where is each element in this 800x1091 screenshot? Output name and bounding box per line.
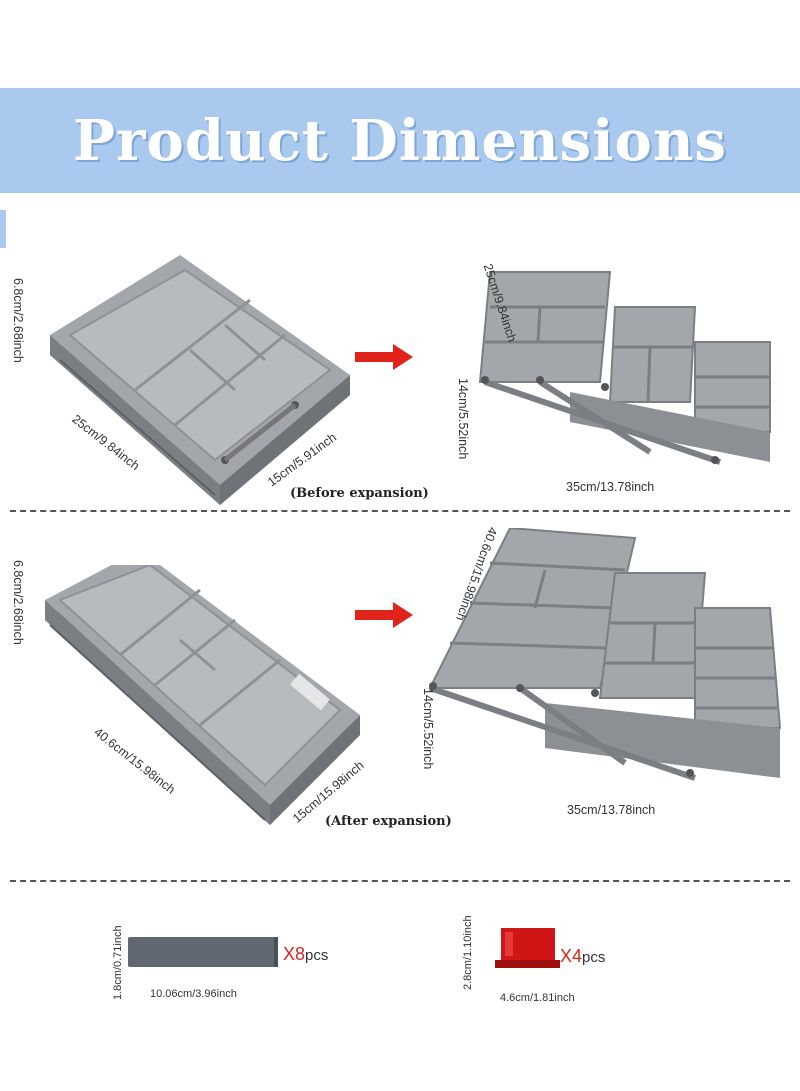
clip-qty-unit: pcs [582,949,606,966]
long-divider-plate [128,937,278,967]
before-expansion-caption: (Before expansion) [290,486,429,501]
red-clip-piece [495,928,560,968]
after-open-width-label: 35cm/13.78inch [567,803,656,817]
organizer-closed-after [45,565,360,825]
section-divider-2 [10,880,790,882]
after-open-height-label: 14cm/5.52inch [421,688,435,770]
title-banner: Product Dimensions [0,88,800,193]
long-divider-height-label: 1.8cm/0.71inch [112,925,124,1000]
clip-height-label: 2.8cm/1.10inch [462,915,474,990]
long-divider-qty-count: X8 [283,944,306,964]
section-divider-1 [10,510,790,512]
organizer-open-before [478,271,771,465]
before-closed-height-label: 6.8cm/2.68inch [11,278,25,363]
long-divider-quantity: X8pcs [283,944,328,965]
after-closed-height-label: 6.8cm/2.68inch [11,560,25,645]
after-expansion-caption: (After expansion) [325,814,452,829]
clip-width-label: 4.6cm/1.81inch [500,992,575,1004]
red-arrow-icon [355,344,413,370]
before-open-width-label: 35cm/13.78inch [566,480,655,494]
long-divider-width-label: 10.06cm/3.96inch [150,988,237,1000]
before-open-height-label: 14cm/5.52inch [456,378,470,460]
red-arrow-icon [355,602,413,628]
clip-qty-count: X4 [560,946,583,966]
left-accent-bar [0,210,6,248]
long-divider-qty-unit: pcs [305,947,329,964]
organizer-open-after [428,528,782,781]
page-title: Product Dimensions [72,107,728,174]
clip-quantity: X4pcs [560,946,605,967]
organizer-closed-before [50,255,350,505]
